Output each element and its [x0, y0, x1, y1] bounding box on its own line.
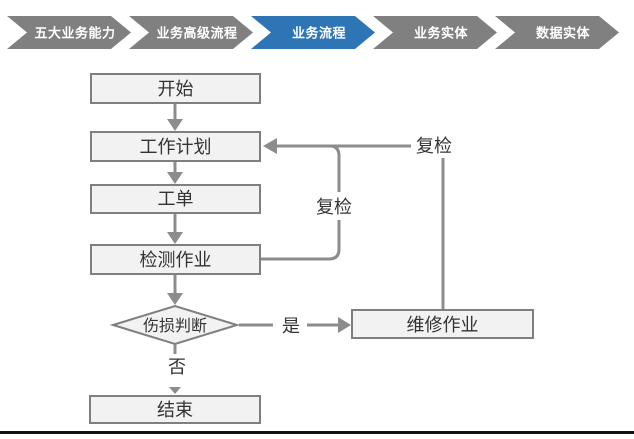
arrowhead-down-small-icon — [169, 387, 181, 394]
node-repair-job: 维修作业 — [351, 309, 534, 339]
chevron-shape[interactable] — [373, 16, 497, 49]
node-damage-decision: 伤损判断 — [109, 304, 241, 346]
nav-tab-five-capabilities[interactable]: 五大业务能力 — [7, 16, 131, 49]
node-label: 检测作业 — [140, 250, 212, 270]
edge-label-recheck-outer: 复检 — [416, 136, 452, 156]
arrowhead-down-icon — [167, 119, 183, 131]
chevron-shape[interactable] — [129, 16, 253, 49]
edge-labels: 复检 复检 是 否 — [168, 130, 456, 377]
step-nav: 五大业务能力 业务高级流程 业务流程 业务实体 数据实体 — [7, 16, 619, 49]
node-shape — [90, 244, 261, 275]
node-shape — [351, 309, 534, 339]
chevron-shape[interactable] — [251, 16, 375, 49]
nav-tab-label: 业务流程 — [292, 26, 346, 41]
edge-inspection-recheck-to-work-plan — [260, 144, 341, 261]
edge-label-bg — [314, 192, 354, 220]
chevron-shape[interactable] — [7, 16, 131, 49]
edge-label-yes: 是 — [282, 316, 300, 336]
arrowhead-down-icon — [167, 293, 183, 305]
node-work-plan: 工作计划 — [90, 131, 261, 162]
nav-tab-label: 五大业务能力 — [34, 26, 115, 41]
node-label: 工作计划 — [140, 137, 212, 157]
node-work-order: 工单 — [90, 184, 261, 214]
flow-nodes: 开始 工作计划 工单 检测作业 伤损判断 维修作业 结束 — [89, 73, 534, 424]
arrowhead-right-icon — [338, 317, 351, 333]
chevron-shape[interactable] — [495, 16, 619, 49]
edge-label-no: 否 — [168, 357, 186, 377]
node-shape — [89, 395, 261, 424]
nav-tab-data-entity[interactable]: 数据实体 — [495, 16, 619, 49]
arrowhead-down-icon — [167, 172, 183, 184]
node-shape — [90, 73, 261, 104]
arrowhead-down-icon — [167, 232, 183, 244]
node-label: 伤损判断 — [143, 317, 207, 335]
node-label: 开始 — [158, 79, 194, 99]
nav-tab-business-entity[interactable]: 业务实体 — [373, 16, 497, 49]
node-inspection-job: 检测作业 — [90, 244, 261, 275]
bottom-divider — [0, 431, 634, 434]
nav-tab-high-level-process[interactable]: 业务高级流程 — [129, 16, 253, 49]
nav-tab-label: 业务实体 — [414, 26, 469, 41]
edge-repair-recheck-to-work-plan — [277, 144, 445, 310]
arrowhead-left-icon — [263, 138, 277, 154]
node-label: 工单 — [158, 189, 194, 209]
node-label: 维修作业 — [407, 315, 479, 335]
edge-label-recheck-inner: 复检 — [316, 197, 352, 217]
edge-label-bg — [411, 130, 456, 158]
nav-tab-business-process-active[interactable]: 业务流程 — [251, 16, 375, 49]
node-shape — [90, 184, 261, 214]
nav-tab-label: 业务高级流程 — [156, 26, 237, 41]
node-label: 结束 — [157, 400, 193, 420]
node-end: 结束 — [89, 395, 261, 424]
node-shape — [90, 131, 261, 162]
decision-diamond-shape — [109, 304, 241, 346]
node-start: 开始 — [90, 73, 261, 104]
nav-tab-label: 数据实体 — [536, 26, 591, 41]
